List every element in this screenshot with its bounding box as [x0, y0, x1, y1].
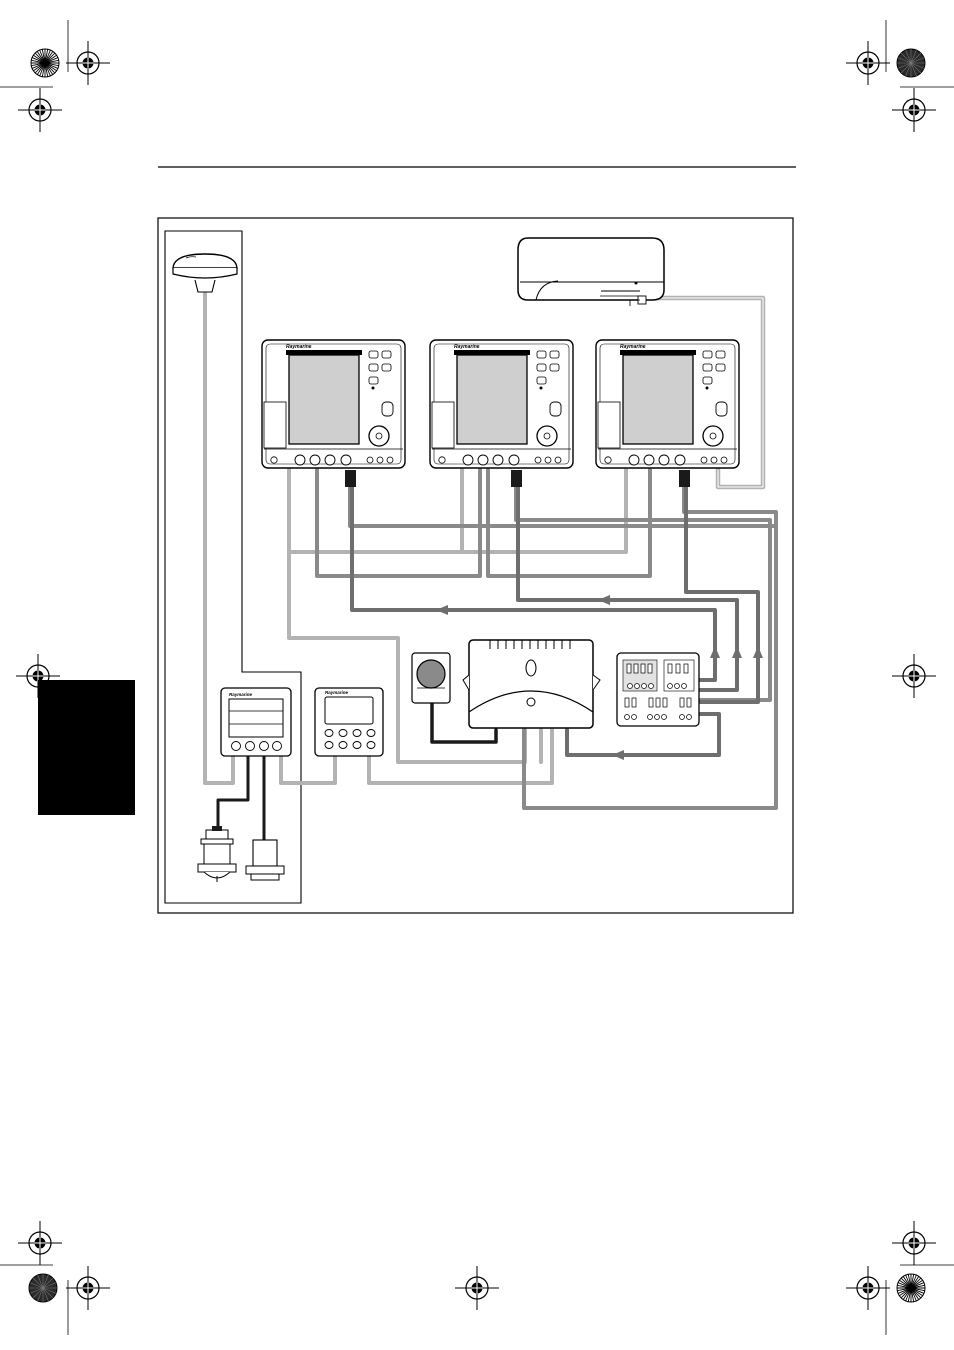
multifunction-display-3: Raymarine: [596, 340, 739, 468]
radar-scanner: [518, 238, 664, 306]
speed-transducer: [246, 840, 284, 880]
display-brand-label: Raymarine: [454, 344, 480, 350]
control-head-brand-label: Raymarine: [325, 690, 349, 695]
inset-panel-outline: [165, 231, 301, 903]
autopilot-control-head: Raymarine: [315, 688, 383, 756]
side-thumb-tab: [38, 680, 135, 815]
course-computer: [463, 640, 600, 728]
gps-antenna: [173, 254, 237, 292]
arrow-up-icon: [753, 646, 763, 658]
display-brand-label: Raymarine: [286, 344, 312, 350]
interface-junction-box: [617, 653, 699, 726]
fluxgate-compass: [412, 653, 450, 703]
arrow-up-icon: [710, 646, 720, 658]
display-brand-label: Raymarine: [620, 344, 646, 350]
instrument-brand-label: Raymarine: [229, 692, 253, 697]
instrument-display: Raymarine: [221, 688, 291, 756]
depth-transducer: [198, 826, 236, 882]
display-link-cable-light: [289, 470, 462, 552]
display-interconnect-cable: [317, 470, 480, 576]
instrument-link-cable: [281, 757, 335, 783]
display-connectors: [345, 470, 690, 487]
arrow-left-icon: [612, 750, 624, 760]
arrow-left-icon: [598, 595, 610, 605]
multifunction-display-1: Raymarine: [262, 340, 405, 468]
multifunction-display-2: Raymarine: [430, 340, 573, 468]
arrow-up-icon: [732, 646, 742, 658]
arrow-left-icon: [436, 605, 448, 615]
